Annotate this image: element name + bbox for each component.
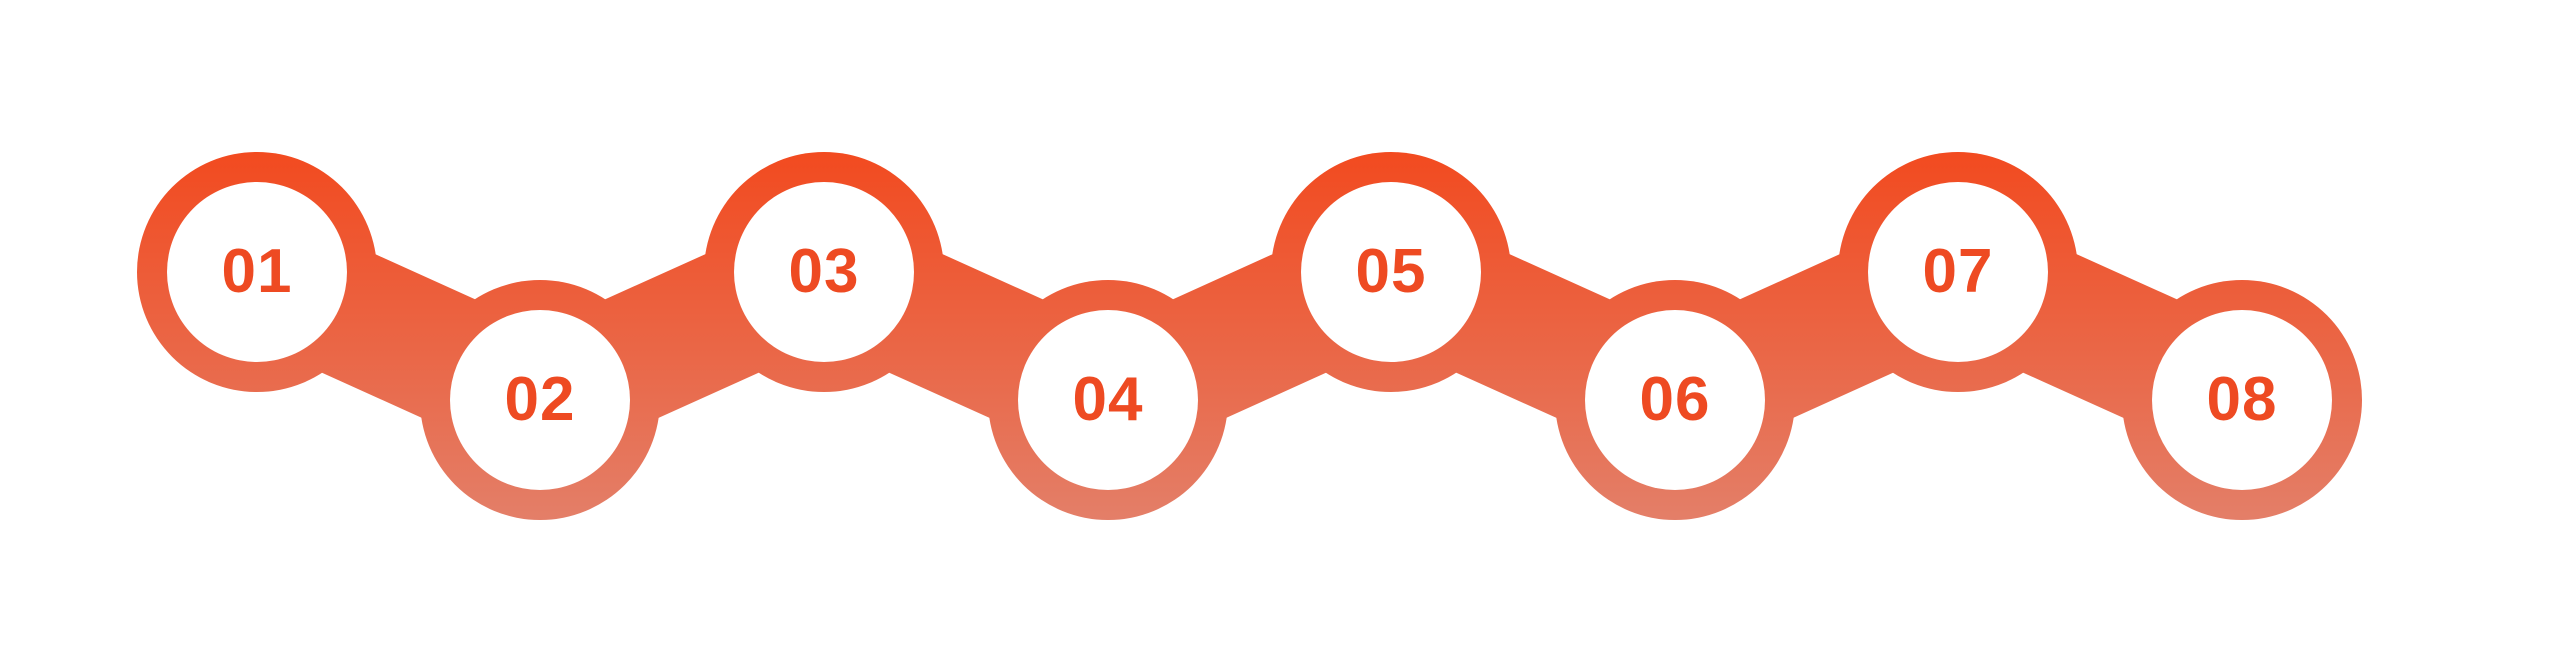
step-08-connector — [2241, 242, 2244, 262]
step-02-label: Initial meeting — [474, 151, 606, 232]
step-04-number: 04 — [1072, 365, 1144, 434]
step-06-connector — [1674, 242, 1677, 262]
step-04-label: Planning — [1035, 191, 1180, 232]
step-05-label: Detailed Analysis — [1322, 449, 1460, 530]
step-01-number: 01 — [221, 237, 293, 306]
step-07-label: Contracting Phase — [1863, 449, 2053, 530]
step-05-number: 05 — [1355, 237, 1427, 306]
step-02-number: 02 — [504, 365, 576, 434]
step-01-label: Customer enquiry — [176, 449, 338, 530]
step-03-label: Quotation — [743, 449, 905, 490]
step-04-connector — [1107, 242, 1110, 262]
step-06-label: Strategic Roadmap — [1594, 151, 1756, 232]
step-02-connector — [539, 242, 542, 262]
step-07-connector — [1957, 420, 1960, 440]
step-03-number: 03 — [788, 237, 860, 306]
step-03-connector — [823, 420, 826, 440]
step-07-number: 07 — [1922, 237, 1994, 306]
band-holes — [167, 182, 2332, 490]
step-08-number: 08 — [2206, 365, 2278, 434]
step-05-connector — [1390, 420, 1393, 440]
step-08-label: Kick-off Meeting — [2176, 151, 2308, 232]
step-06-number: 06 — [1639, 365, 1711, 434]
step-01-connector — [256, 420, 259, 440]
